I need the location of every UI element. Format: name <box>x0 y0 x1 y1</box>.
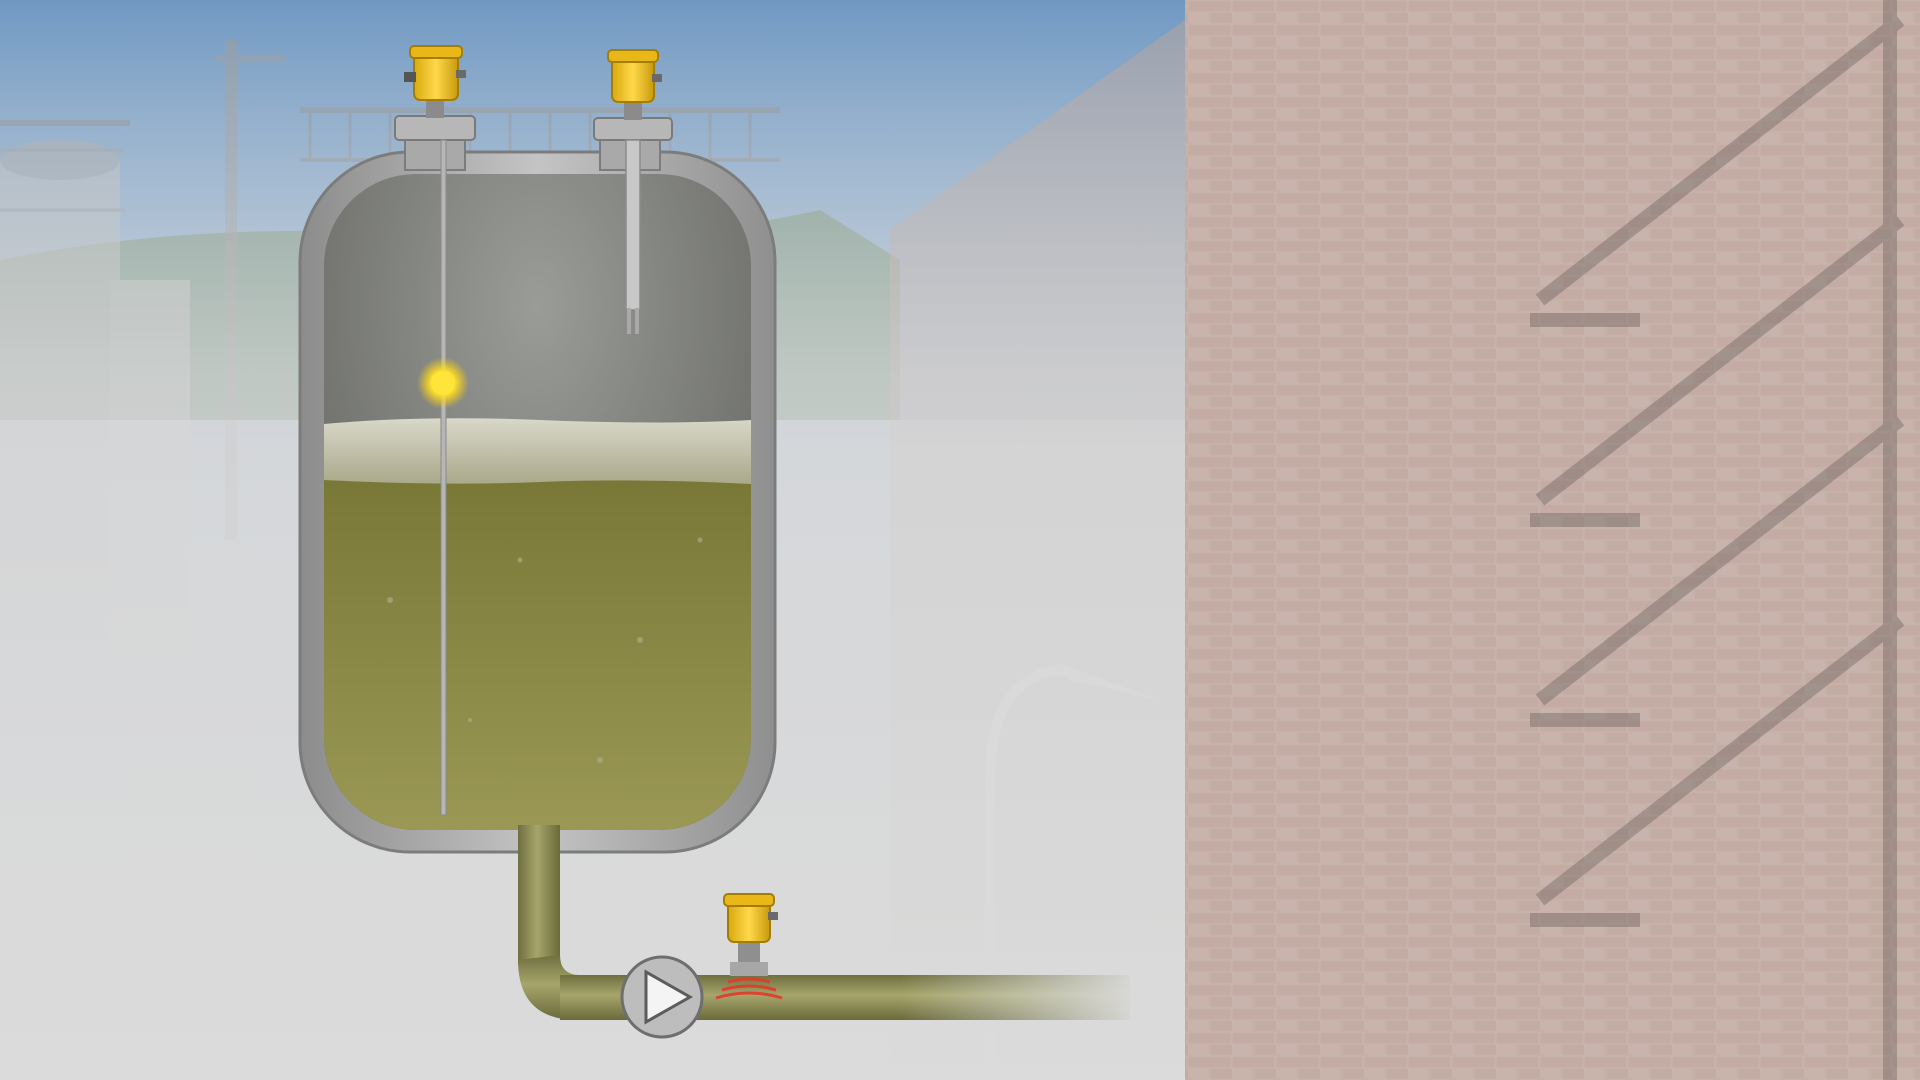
process-tank <box>298 139 777 854</box>
tank-foam <box>324 418 751 484</box>
pipe-fade <box>900 965 1140 1030</box>
level-sensor-icon <box>394 45 476 816</box>
fire-escape-shadow <box>1530 0 1905 1080</box>
pipe-signal-waves <box>715 977 783 1000</box>
tank-liquid <box>324 480 751 830</box>
pump-icon <box>620 955 704 1039</box>
vibrating-switch-icon <box>593 49 673 334</box>
brick-wall <box>1185 0 1920 1080</box>
pipe-sensor-icon <box>723 893 778 976</box>
